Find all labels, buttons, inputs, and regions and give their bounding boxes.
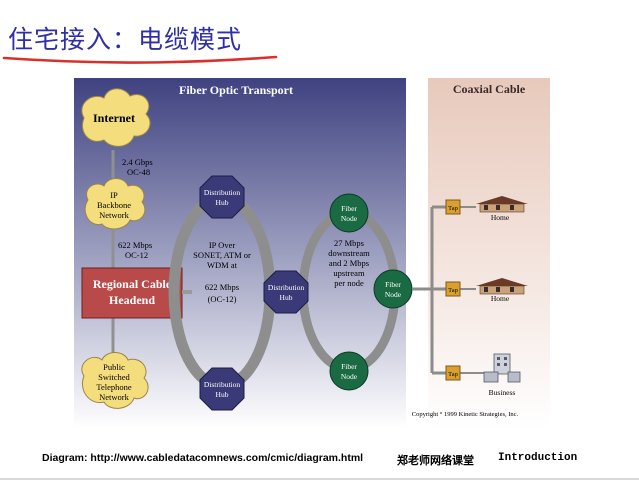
node-bottom-line-2: Node <box>341 372 358 381</box>
hub-middle-line-2: Hub <box>280 293 293 302</box>
ring1-line-3: WDM at <box>207 260 238 270</box>
node-top-line-2: Node <box>341 214 358 223</box>
ring2-line-2: downstream <box>328 248 370 258</box>
hub-top-line-1: Distribution <box>204 188 241 197</box>
backbone-line-3: Network <box>99 210 129 220</box>
node-bottom-line-1: Fiber <box>341 362 357 371</box>
pstn-cloud: Public Switched Telephone Network <box>81 352 149 409</box>
tap-2-label: Tap <box>448 287 458 294</box>
brand-label: 郑老师网络课堂 <box>397 454 474 467</box>
distribution-hub-bottom: Distribution Hub <box>199 367 245 411</box>
link1-speed: 2.4 Gbps <box>122 157 153 167</box>
backbone-line-1: IP <box>110 190 118 200</box>
hub-bottom-line-1: Distribution <box>204 380 241 389</box>
diagram-source-link[interactable]: Diagram: http://www.cabledatacomnews.com… <box>42 452 364 464</box>
pstn-line-1: Public <box>103 362 125 372</box>
ring1-line-2: SONET, ATM or <box>193 250 251 260</box>
tap-1: Tap <box>445 199 461 215</box>
ip-backbone-cloud: IP Backbone Network <box>84 178 146 230</box>
headend-line-2: Headend <box>109 293 155 307</box>
ring1-line-5: (OC-12) <box>208 294 237 304</box>
headend-line-1: Regional Cable <box>93 277 172 291</box>
home-1-icon <box>476 196 528 213</box>
business-icon <box>483 353 521 383</box>
node-right-line-1: Fiber <box>385 280 401 289</box>
home-1-label: Home <box>491 213 510 222</box>
tap-2: Tap <box>445 281 461 297</box>
hub-top-line-2: Hub <box>216 198 229 207</box>
backbone-line-2: Backbone <box>97 200 131 210</box>
pstn-line-3: Telephone <box>96 382 132 392</box>
ring2-line-5: per node <box>334 278 364 288</box>
pstn-line-4: Network <box>99 392 129 402</box>
fiber-node-right: Fiber Node <box>373 269 413 309</box>
tap-3-label: Tap <box>448 371 458 378</box>
section-label: Introduction <box>498 452 578 464</box>
ring2-line-3: and 2 Mbps <box>329 258 369 268</box>
ring1-line-1: IP Over <box>209 240 236 250</box>
slide-title: 住宅接入：电缆模式 <box>8 25 243 54</box>
home-2-icon <box>476 278 528 295</box>
coax-header: Coaxial Cable <box>453 82 526 96</box>
regional-cable-headend: Regional Cable Headend <box>81 267 183 319</box>
node-right-line-2: Node <box>385 290 402 299</box>
coax-lines <box>412 205 484 375</box>
tap-1-label: Tap <box>448 205 458 212</box>
ring2-line-1: 27 Mbps <box>334 238 364 248</box>
link2-type: OC-12 <box>125 250 148 260</box>
link1-type: OC-48 <box>127 167 150 177</box>
business-label: Business <box>489 388 516 397</box>
distribution-hub-top: Distribution Hub <box>199 175 245 219</box>
hub-bottom-line-2: Hub <box>216 390 229 399</box>
internet-cloud: Internet <box>81 88 151 147</box>
tap-3: Tap <box>445 365 461 381</box>
ring2-line-4: upstream <box>333 268 365 278</box>
node-top-line-1: Fiber <box>341 204 357 213</box>
copyright: Copyright ° 1999 Kinetic Strategies, Inc… <box>412 411 519 418</box>
pstn-line-2: Switched <box>98 372 130 382</box>
footer-divider <box>0 478 639 480</box>
distribution-hub-middle: Distribution Hub <box>263 270 309 314</box>
fiber-node-bottom: Fiber Node <box>329 351 369 391</box>
link2-speed: 622 Mbps <box>118 240 152 250</box>
hub-middle-line-1: Distribution <box>268 283 305 292</box>
title-underline <box>2 55 278 64</box>
fiber-header: Fiber Optic Transport <box>179 83 293 97</box>
internet-label: Internet <box>93 111 135 125</box>
ring1-line-4: 622 Mbps <box>205 282 239 292</box>
home-2-label: Home <box>491 294 510 303</box>
fiber-node-top: Fiber Node <box>329 193 369 233</box>
